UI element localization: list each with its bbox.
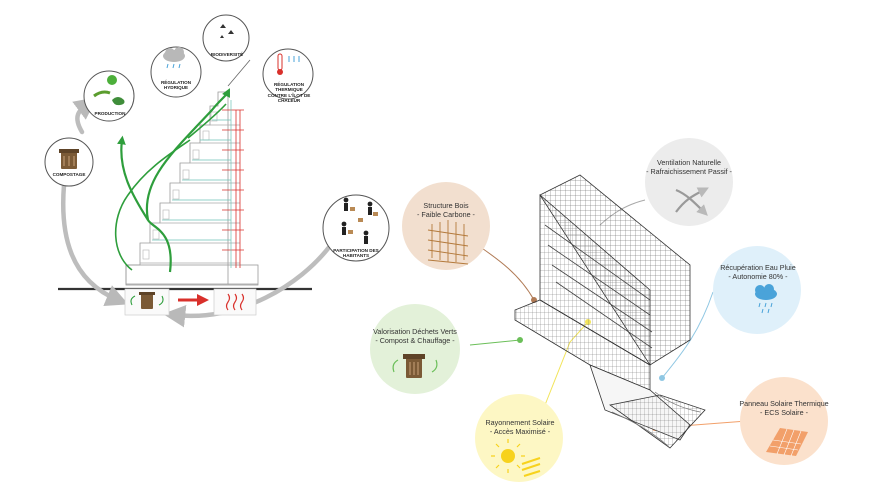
people-icon [341, 197, 378, 244]
ventilation-text: Ventilation Naturelle - Rafraichissement… [639, 158, 739, 176]
sun-icon [491, 439, 541, 477]
isometric-building [514, 174, 706, 449]
rayonnement-title: Rayonnement Solaire [485, 418, 555, 427]
production-icon [93, 75, 125, 106]
label-biodiversite: BIODIVERSITÉ [210, 52, 244, 57]
structure-bois-title: Structure Bois [423, 201, 469, 210]
rayonnement-bubble [475, 394, 563, 482]
label-compostage: COMPOSTAGE [52, 172, 86, 177]
structure-bois-subtitle: - Faible Carbone - [417, 210, 475, 219]
ventilation-title: Ventilation Naturelle [657, 158, 721, 167]
floor-slabs [140, 124, 240, 264]
participation-circle [322, 194, 390, 262]
label-production: PRODUCTION [94, 111, 126, 116]
biodiversite-circle [202, 14, 250, 62]
structure-bois-text: Structure Bois - Faible Carbone - [402, 201, 490, 219]
cloud-icon [163, 47, 185, 69]
rayonnement-text: Rayonnement Solaire - Accès Maximisé - [475, 418, 565, 436]
regulation-thermique-circle [262, 48, 314, 100]
facade-marks [142, 111, 218, 260]
recuperation-text: Récupération Eau Pluie - Autonomie 80% - [710, 263, 806, 281]
solar-panel-icon [766, 428, 808, 457]
teal-pipes [152, 100, 232, 268]
panneau-title: Panneau Solaire Thermique [739, 399, 829, 408]
red-pipes [222, 109, 244, 268]
dechets-text: Valorisation Déchets Verts - Compost & C… [362, 327, 468, 345]
compost-bin-green-icon [392, 354, 438, 378]
panneau-bubble [740, 377, 828, 465]
rayonnement-subtitle: - Accès Maximisé - [489, 427, 551, 436]
label-regulation-thermique: RÉGULATION THERMIQUE CONTRE L'ÎLOT DE CH… [267, 82, 311, 104]
rain-cloud-icon [755, 284, 777, 314]
ventilation-arrows-icon [675, 187, 709, 216]
stepped-building [125, 59, 259, 286]
ground-heater [213, 288, 257, 316]
dechets-subtitle: - Compost & Chauffage - [375, 336, 455, 345]
panneau-text: Panneau Solaire Thermique - ECS Solaire … [732, 399, 836, 417]
ground-composter [124, 288, 170, 316]
left-section [44, 14, 390, 328]
label-participation: PARTICIPATION DES HABITANTS [333, 248, 379, 259]
recuperation-subtitle: - Autonomie 80% - [728, 272, 788, 281]
label-regulation-hydrique: RÉGULATION HYDRIQUE [160, 80, 192, 91]
ventilation-subtitle: - Rafraichissement Passif - [646, 167, 732, 176]
compost-bin-icon [59, 149, 79, 169]
ventilation-bubble [645, 138, 733, 226]
production-circle [83, 70, 135, 122]
regulation-hydrique-circle [150, 46, 202, 98]
panneau-subtitle: - ECS Solaire - [760, 408, 808, 417]
dechets-title: Valorisation Déchets Verts [373, 327, 457, 336]
birds-icon [220, 24, 234, 38]
right-section [370, 138, 828, 482]
green-flow [114, 88, 230, 273]
recuperation-title: Récupération Eau Pluie [720, 263, 796, 272]
dechets-bubble [370, 304, 460, 394]
thermometer-icon [277, 53, 300, 75]
structure-bois-bubble [402, 182, 490, 270]
timber-frame-icon [427, 220, 469, 265]
